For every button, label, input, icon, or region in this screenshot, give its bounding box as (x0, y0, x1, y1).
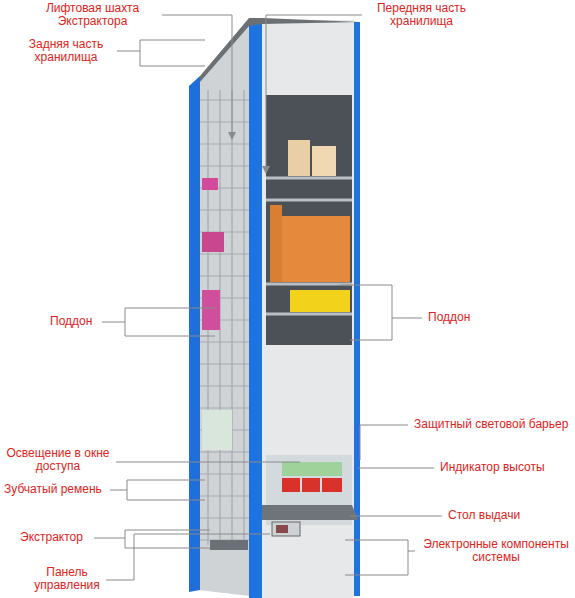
leader-bracket (345, 540, 415, 575)
leader-line (358, 468, 434, 469)
bin (322, 478, 342, 492)
box (290, 290, 350, 312)
shelf (266, 178, 352, 314)
bin (302, 478, 320, 492)
lift-shaft-grid (200, 100, 250, 540)
extractor (210, 540, 248, 550)
callout-label: Задняя часть хранилища (16, 38, 116, 64)
tray-box (202, 410, 232, 450)
callout-label: Освещение в окне доступа (2, 447, 114, 473)
bin (282, 462, 342, 476)
box (270, 205, 282, 282)
leader-bracket (102, 308, 215, 336)
tray-box (202, 290, 220, 330)
callout-label: Поддон (428, 311, 488, 324)
leader-bracket (117, 40, 205, 66)
front-edge (354, 22, 360, 596)
callout-label: Защитный световой барьер (414, 418, 572, 431)
leader-line (360, 425, 408, 460)
callout-label: Лифтовая шахта Экстрактора (30, 2, 155, 28)
box (288, 140, 310, 176)
callout-label: Стол выдачи (448, 509, 558, 522)
bin (282, 478, 300, 492)
tower-top (200, 18, 360, 82)
leader-line (266, 15, 362, 170)
callout-label: Экстрактор (20, 531, 92, 544)
control-panel (272, 522, 300, 536)
tray-box (202, 178, 218, 190)
cutaway-window (266, 95, 352, 345)
leader-bracket (340, 285, 422, 340)
leader-line (350, 516, 442, 517)
box (312, 146, 336, 176)
tray-box (202, 232, 224, 252)
callout-label: Передняя часть хранилища (364, 2, 479, 28)
leader-line (106, 534, 270, 580)
back-column (189, 76, 200, 592)
callout-label: Электронные компоненты системы (422, 538, 570, 564)
callout-label: Зубчатый ремень (4, 483, 108, 496)
callout-label: Панель управления (30, 566, 104, 592)
leader-bracket (94, 530, 210, 548)
control-panel-screen (276, 525, 288, 533)
box (282, 216, 350, 282)
callout-label: Поддон (50, 315, 100, 328)
leader-line (116, 462, 300, 463)
callout-label: Индикатор высоты (440, 461, 565, 474)
tower-side-face (198, 22, 250, 596)
leader-line (162, 15, 232, 136)
delivery-table (262, 505, 358, 520)
leader-bracket (110, 480, 205, 500)
front-pillar (249, 18, 262, 598)
